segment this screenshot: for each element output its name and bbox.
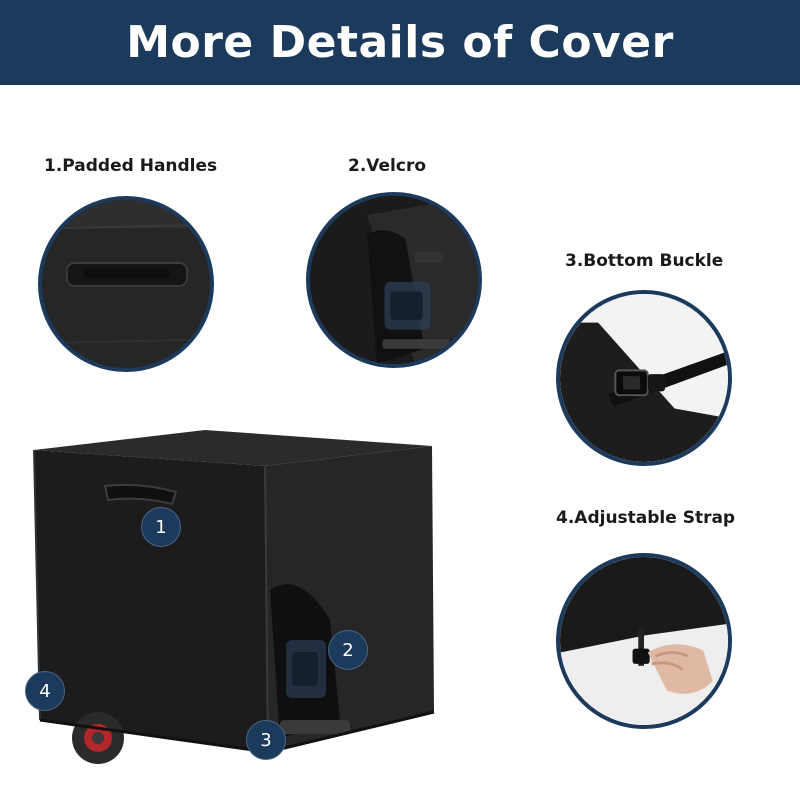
detail-circle-velcro [306, 192, 482, 368]
velcro-closeup-image [310, 196, 478, 364]
feature-label-velcro: 2.Velcro [348, 156, 427, 176]
padded-handle-closeup-image [42, 200, 210, 368]
feature-label-adjustable-strap: 4.Adjustable Strap [556, 508, 736, 528]
detail-circle-bottom-buckle [556, 290, 732, 466]
feature-label-bottom-buckle: 3.Bottom Buckle [565, 251, 724, 271]
page-header: More Details of Cover [0, 0, 800, 85]
marker-4-adjustable-strap: 4 [25, 671, 65, 711]
generator-cover-product-image [0, 420, 460, 800]
marker-2-velcro: 2 [328, 630, 368, 670]
detail-circle-padded-handles [38, 196, 214, 372]
page-title: More Details of Cover [126, 17, 674, 68]
bottom-buckle-closeup-image [560, 294, 728, 462]
detail-circle-adjustable-strap [556, 553, 732, 729]
marker-3-bottom-buckle: 3 [246, 720, 286, 760]
feature-label-padded-handles: 1.Padded Handles [44, 156, 218, 176]
adjustable-strap-closeup-image [560, 557, 728, 725]
marker-1-padded-handles: 1 [141, 507, 181, 547]
